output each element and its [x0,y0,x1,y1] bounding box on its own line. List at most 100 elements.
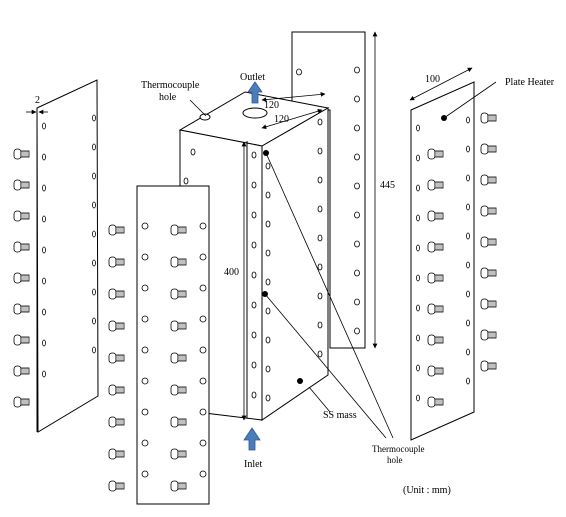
screw-hole [92,230,96,238]
dim-block-depth: 120 [274,114,289,125]
bolt-icon [108,416,125,428]
inlet-arrow-icon [243,427,261,451]
screw-hole [92,172,96,180]
bolt-icon [480,205,497,217]
screw-hole [141,315,149,323]
dim-plate-height: 445 [380,180,395,191]
front-plate [136,185,210,505]
screw-hole [296,68,302,76]
screw-hole [416,394,420,402]
screw-hole [466,145,470,153]
screw-hole [265,220,271,228]
dimension-lines [26,31,473,421]
bolt-icon [480,360,497,372]
screw-hole [416,364,420,372]
screw-hole [354,240,360,248]
screw-hole [199,253,207,261]
screw-hole [265,191,271,199]
screw-hole [42,215,46,223]
screw-hole [92,259,96,267]
outlet-label: Outlet [240,72,265,83]
thermocouple-hole-label-2: hole [159,92,177,103]
bolt-icon [13,272,30,284]
ss-mass-label: SS mass [323,410,357,421]
screw-hole [251,271,257,279]
back-plate-holes [296,66,360,335]
dim-plate-thickness: 2 [35,95,40,106]
screw-hole [354,269,360,277]
screw-hole [317,234,323,242]
screw-hole [416,214,420,222]
outlet-arrow-icon [247,81,263,104]
bolt-icon [108,224,125,236]
bolt-icon [108,288,125,300]
left-thin-plate [36,79,99,433]
bolt-icon [108,480,125,492]
screw-hole [42,122,46,130]
screw-hole [317,350,323,358]
screw-hole [317,118,323,126]
screw-hole [251,211,257,219]
screw-hole [42,153,46,161]
screw-hole [354,327,360,335]
bolt-icon [480,143,497,155]
screw-hole [251,151,257,159]
screw-hole [265,278,271,286]
screw-hole [265,394,271,402]
bolt-icon [13,210,30,222]
screw-hole [354,153,360,161]
screw-hole [42,339,46,347]
screw-hole [317,263,323,271]
screw-hole [317,176,323,184]
screw-hole [466,174,470,182]
screw-hole [42,277,46,285]
screw-hole [354,211,360,219]
screw-hole [265,249,271,257]
screw-hole [199,315,207,323]
screw-hole [141,408,149,416]
screw-hole [416,154,420,162]
screw-hole [42,246,46,254]
screw-hole [199,377,207,385]
screw-hole [354,124,360,132]
screw-hole [354,298,360,306]
block-holes [183,118,323,402]
leader-dots [262,115,447,384]
unit-label: (Unit : mm) [403,485,451,496]
screw-hole [42,184,46,192]
screw-hole [416,244,420,252]
bolt-icon [480,267,497,279]
screw-hole [199,408,207,416]
screw-hole [199,346,207,354]
screw-hole [466,377,470,385]
screw-hole [466,348,470,356]
screw-hole [141,284,149,292]
left-bolt-column [13,148,30,408]
screw-hole [354,66,360,74]
leader-lines [189,81,497,439]
screw-hole [183,177,189,185]
bolt-icon [108,256,125,268]
bolt-icon [480,236,497,248]
screw-hole [141,346,149,354]
screw-hole [416,124,420,132]
dim-block-width: 120 [264,100,279,111]
bolt-icon [13,365,30,377]
screw-hole [354,182,360,190]
left-plate-holes [42,114,96,378]
screw-hole [466,261,470,269]
screw-hole [190,148,196,156]
screw-hole [416,334,420,342]
thermocouple-hole-label-1: Thermocouple [141,80,200,91]
screw-hole [317,147,323,155]
screw-hole [199,222,207,230]
screw-hole [265,162,271,170]
screw-hole [92,201,96,209]
screw-hole [416,184,420,192]
screw-hole [265,336,271,344]
screw-hole [92,317,96,325]
screw-hole [416,304,420,312]
bolt-icon [13,303,30,315]
bolt-icon [480,298,497,310]
